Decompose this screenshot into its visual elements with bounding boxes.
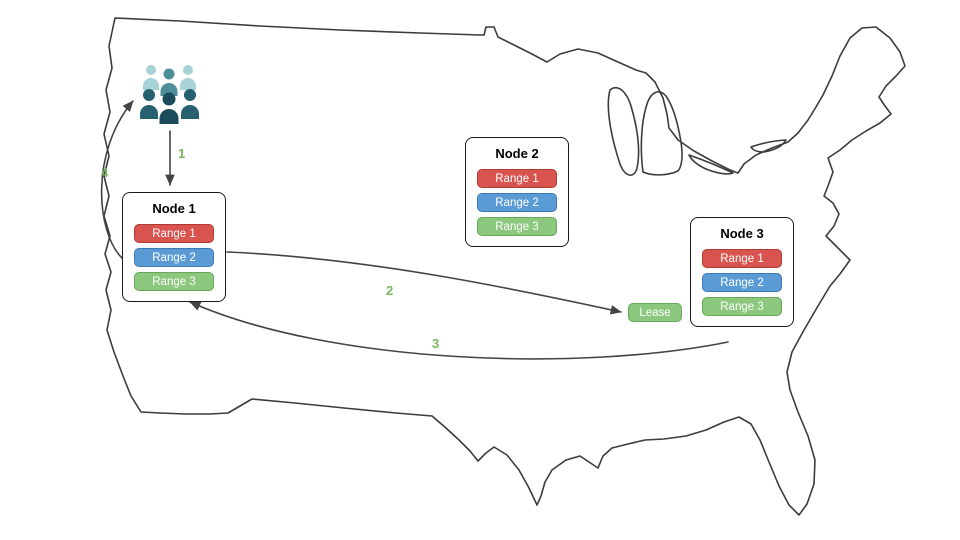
users-front-center xyxy=(159,92,179,124)
node-title: Node 1 xyxy=(152,201,196,216)
step-label-3: 3 xyxy=(432,336,440,351)
range-badge: Range 3 xyxy=(477,217,557,236)
step-label-4: 4 xyxy=(101,165,109,180)
node-title: Node 2 xyxy=(495,146,539,161)
arrow-step-2 xyxy=(226,251,622,315)
node-card-2: Node 2 Range 1 Range 2 Range 3 xyxy=(465,137,569,247)
node-card-1: Node 1 Range 1 Range 2 Range 3 xyxy=(122,192,226,302)
step-label-2: 2 xyxy=(386,283,394,298)
arrow-step-4 xyxy=(100,100,134,259)
lease-badge: Lease xyxy=(628,303,682,322)
users-back-row xyxy=(143,65,196,90)
range-badge: Range 1 xyxy=(702,249,782,268)
users-front-row xyxy=(140,89,199,119)
step-label-1: 1 xyxy=(178,146,186,161)
arrow-step-3 xyxy=(189,301,729,360)
us-map-outline xyxy=(103,17,906,516)
users-middle xyxy=(160,68,178,96)
range-badge: Range 3 xyxy=(702,297,782,316)
range-badge: Range 2 xyxy=(702,273,782,292)
range-badge: Range 1 xyxy=(477,169,557,188)
flow-arrows xyxy=(100,100,729,360)
great-lakes-outline xyxy=(607,86,787,176)
node-title: Node 3 xyxy=(720,226,764,241)
range-badge: Range 2 xyxy=(477,193,557,212)
node-card-3: Node 3 Range 1 Range 2 Range 3 xyxy=(690,217,794,327)
users-group-icon xyxy=(140,65,199,124)
range-badge: Range 3 xyxy=(134,272,214,291)
range-badge: Range 2 xyxy=(134,248,214,267)
range-badge: Range 1 xyxy=(134,224,214,243)
